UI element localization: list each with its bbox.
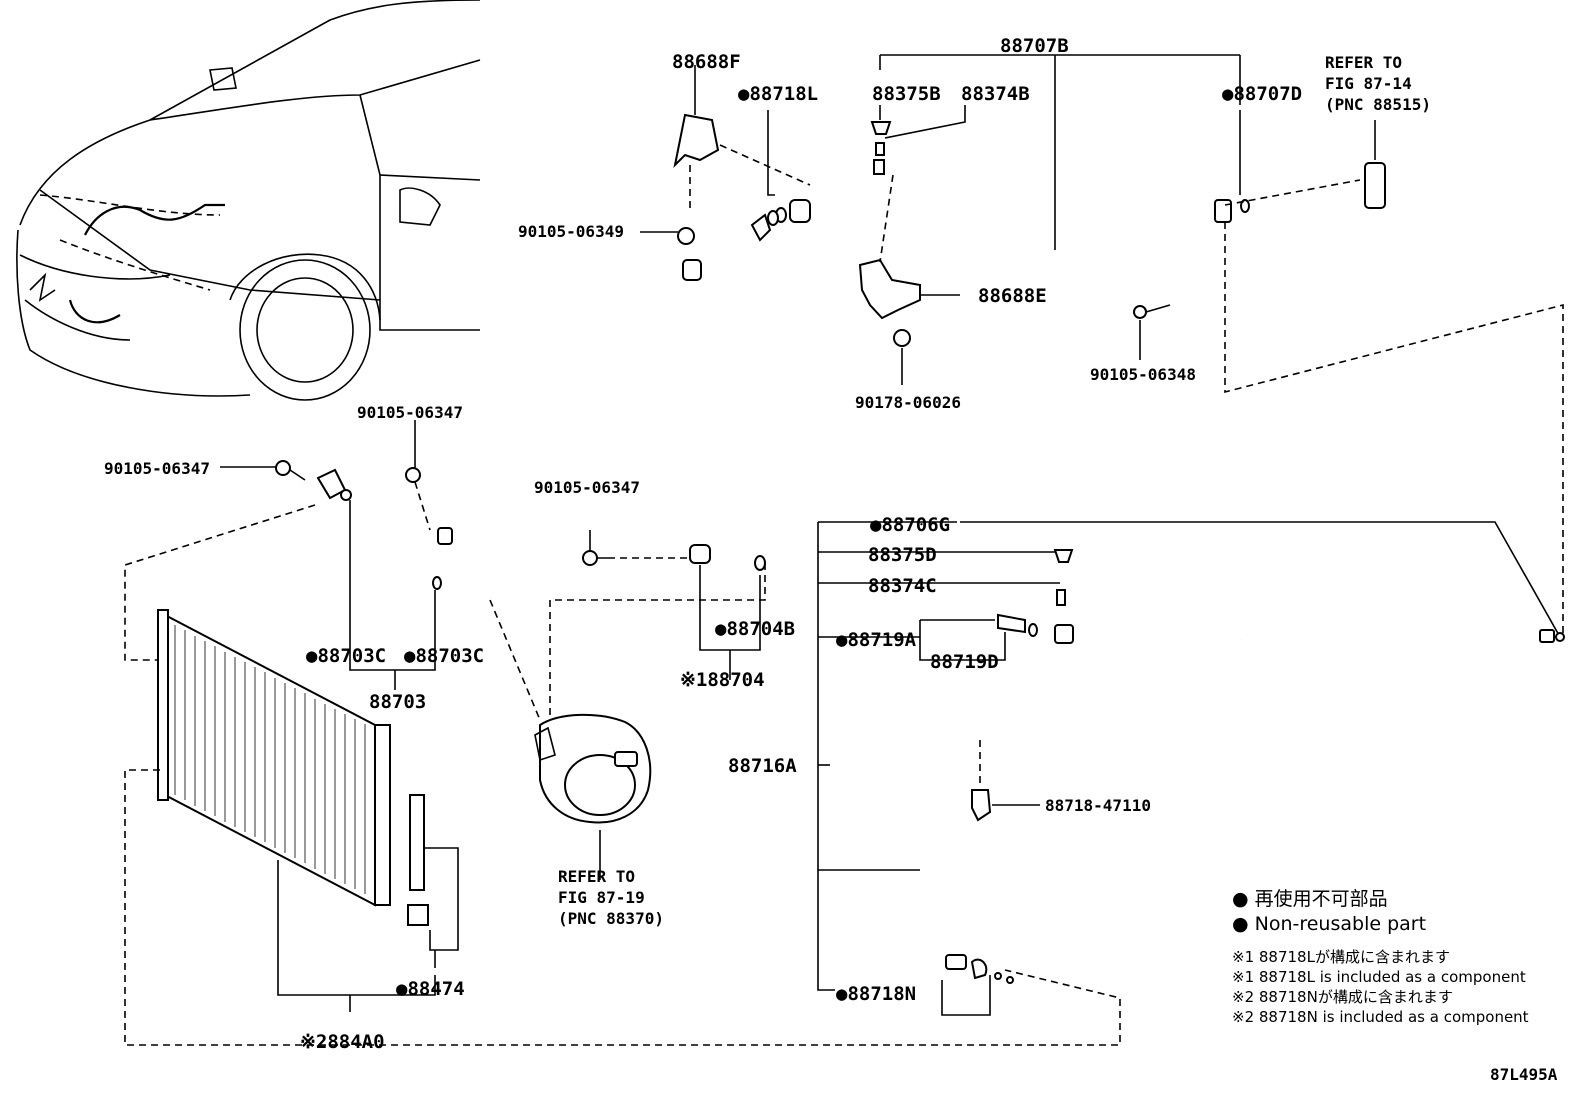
label-884A0: ※2884A0 (300, 1031, 385, 1053)
label-90105-06347-center: 90105-06347 (534, 478, 640, 497)
label-90105-06348: 90105-06348 (1090, 365, 1196, 384)
label-88704B: ●88704B (715, 618, 795, 640)
legend-note1-jp: ※1 88718Lが構成に含まれます (1232, 948, 1450, 966)
label-88716A: 88716A (728, 755, 797, 777)
top-hose-group (640, 54, 1564, 640)
refer-87-14-line1: REFER TO (1325, 53, 1402, 72)
label-88474: ●88474 (396, 978, 465, 1000)
label-88374C: 88374C (868, 575, 937, 597)
car-illustration (16, 0, 481, 401)
discharge-hose (124, 420, 502, 690)
label-90178-06026: 90178-06026 (855, 393, 961, 412)
legend-note2-en: ※2 88718N is included as a component (1232, 1008, 1529, 1026)
label-88707D: ●88707D (1222, 83, 1302, 105)
label-88718L: ●88718L (738, 83, 818, 105)
label-88703: 88703 (369, 691, 426, 713)
figure-code: 87L495A (1490, 1065, 1558, 1084)
refer-87-19-line2: FIG 87-19 (558, 888, 645, 907)
label-88703C-right: ●88703C (404, 645, 484, 667)
label-88688E: 88688E (978, 285, 1047, 307)
label-88688F: 88688F (672, 51, 741, 73)
legend-en-nonreusable: ● Non-reusable part (1232, 913, 1426, 935)
suction-hose (549, 259, 766, 720)
legend-note2-jp: ※2 88718Nが構成に含まれます (1232, 988, 1453, 1006)
label-88719D: 88719D (930, 651, 999, 673)
label-90105-06349: 90105-06349 (518, 222, 624, 241)
legend-jp-nonreusable: ● 再使用不可部品 (1232, 888, 1388, 910)
refer-87-19-line1: REFER TO (558, 867, 635, 886)
label-88704: ※188704 (680, 669, 765, 691)
label-88707B: 88707B (1000, 35, 1069, 57)
label-88718-47110: 88718-47110 (1045, 796, 1151, 815)
label-90105-06347-left: 90105-06347 (104, 459, 210, 478)
label-90105-06347-top: 90105-06347 (357, 403, 463, 422)
label-88703C-left: ●88703C (306, 645, 386, 667)
legend-note1-en: ※1 88718L is included as a component (1232, 968, 1526, 986)
compressor (489, 599, 652, 880)
label-88374B: 88374B (961, 83, 1030, 105)
label-88718N: ●88718N (836, 983, 916, 1005)
label-88706G: ●88706G (870, 514, 950, 536)
pipe-assembly (817, 521, 1565, 1016)
label-88719A: ●88719A (836, 629, 917, 651)
label-88375D: 88375D (868, 544, 937, 566)
label-88375B: 88375B (872, 83, 941, 105)
refer-87-14-line3: (PNC 88515) (1325, 95, 1431, 114)
refer-87-19-line3: (PNC 88370) (558, 909, 664, 928)
condenser (124, 609, 1121, 1046)
refer-87-14-line2: FIG 87-14 (1325, 74, 1412, 93)
